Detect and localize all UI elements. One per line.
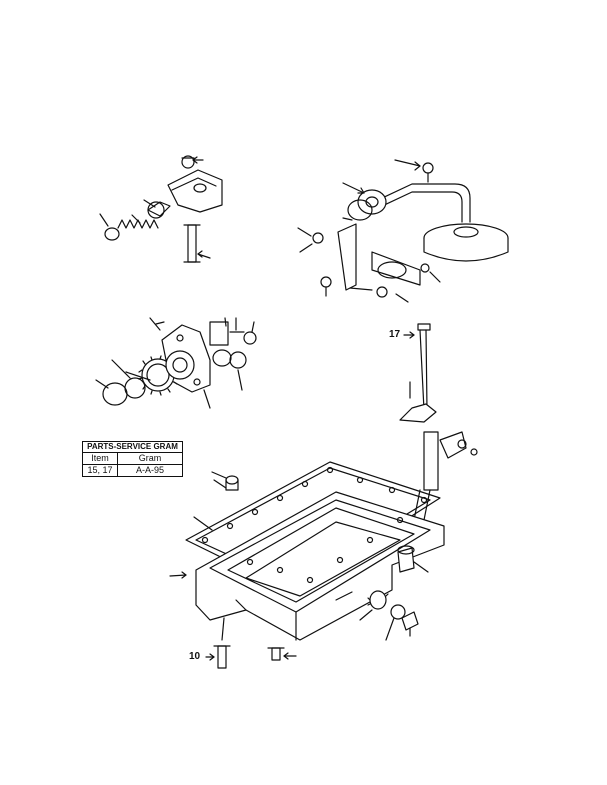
table-cell-gram: A-A-95 [117, 464, 183, 477]
dipstick-assembly [399, 323, 478, 541]
callout-pan-bolt: 10 [189, 651, 201, 662]
table-cell-item: 15, 17 [82, 464, 118, 477]
relief-valve-assembly [99, 155, 223, 263]
table-title: PARTS-SERVICE GRAM [82, 441, 183, 453]
oil-pump-gear-assembly [95, 317, 257, 409]
drain-plug-parts [367, 545, 419, 631]
callout-dipstick-tube: 17 [389, 329, 401, 340]
breather-fitting [225, 475, 239, 491]
table-header-item: Item [82, 452, 118, 465]
oil-pickup-assembly [297, 159, 509, 303]
oil-pan-assembly [169, 461, 445, 669]
spring [117, 219, 159, 229]
table-header-gram: Gram [117, 452, 183, 465]
bolt-holes [201, 466, 428, 584]
table-row: 15, 17 A-A-95 [82, 464, 183, 477]
oil-pan [195, 491, 445, 641]
parts-service-gram-table: PARTS-SERVICE GRAM Item Gram 15, 17 A-A-… [82, 441, 183, 477]
driven-gear [165, 350, 195, 380]
pan-bolts [213, 645, 285, 669]
